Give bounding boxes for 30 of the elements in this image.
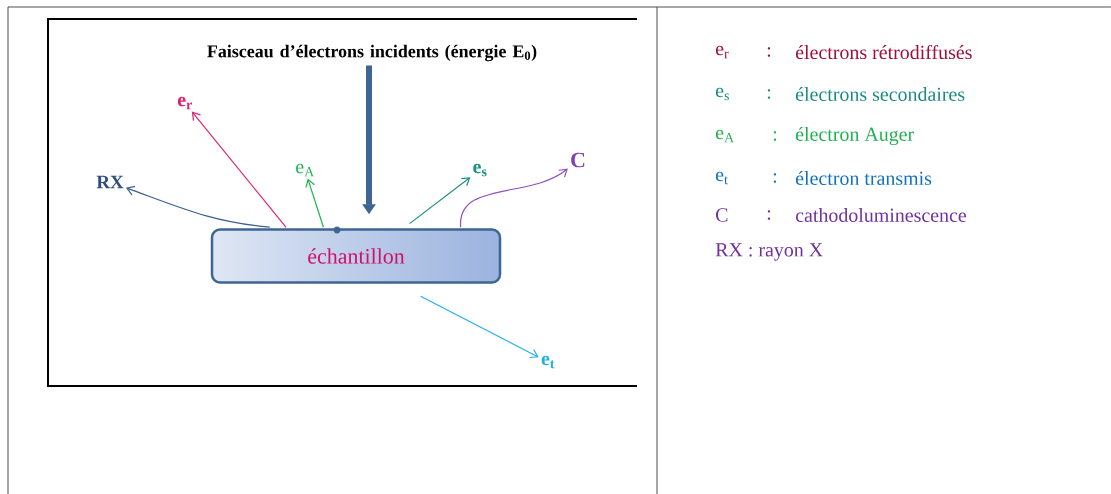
signal-label: e$_{r}$ <box>177 96 192 110</box>
legend-text: électron transmis <box>796 170 932 185</box>
symbol-label: e$_{A}$ <box>716 129 734 143</box>
separator-colon: : <box>767 47 771 57</box>
symbol-label: e$_{t}$ <box>716 171 728 185</box>
legend-text: cathodoluminescence <box>795 208 967 222</box>
legend-text: électrons rétrodiffusés <box>796 44 972 60</box>
separator-colon: : <box>767 89 771 99</box>
signal-label: e$_{s}$ <box>473 163 487 177</box>
legend-text: électrons secondaires <box>796 86 965 101</box>
signal-label: e$_{t}$ <box>541 355 555 369</box>
sample-box: échantillon <box>210 228 502 284</box>
symbol-label: e$_{r}$ <box>716 45 729 59</box>
arrow <box>305 178 325 228</box>
legend-text: électron Auger <box>796 126 914 146</box>
separator-colon: : <box>773 131 777 141</box>
arrow <box>408 177 471 225</box>
arrow <box>420 295 539 359</box>
separator-colon: : <box>767 210 771 220</box>
signal-label: RX <box>96 175 124 189</box>
arrow <box>125 185 271 228</box>
signal-label: C <box>571 152 585 168</box>
separator-colon: : <box>773 173 777 183</box>
arrow <box>191 111 287 229</box>
symbol-label: C <box>716 208 728 222</box>
signal-label: e$_{A}$ <box>296 163 315 177</box>
arrow <box>460 168 568 228</box>
symbol-label: e$_{s}$ <box>716 87 729 101</box>
legend-text: RX : rayon X <box>715 243 823 261</box>
beam-label: Faisceau d’électrons incidents (énergie E$_{0}$) <box>207 44 537 62</box>
